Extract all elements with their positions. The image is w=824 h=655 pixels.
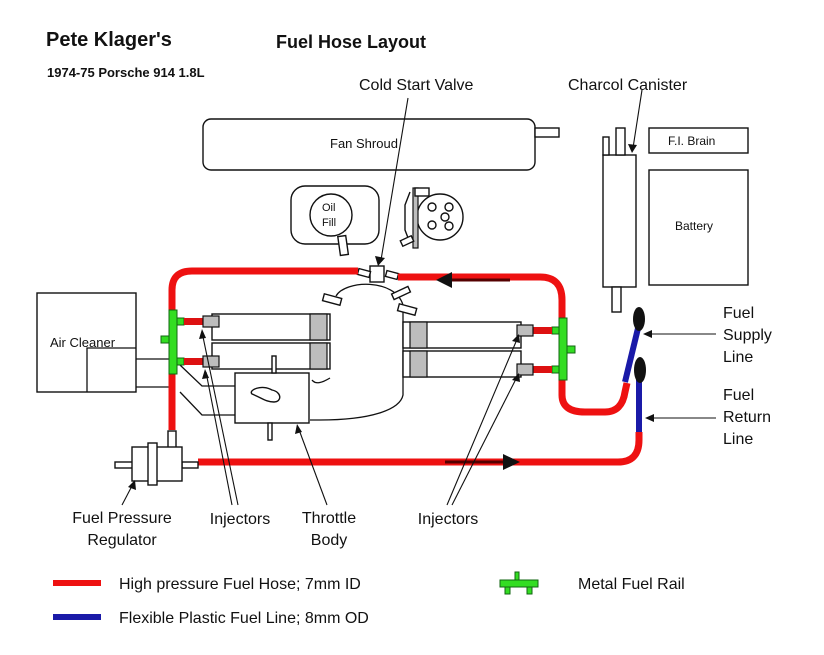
cold-start-valve [321,265,418,317]
fuel-return-label-3: Line [723,431,753,448]
air-cleaner-label: Air Cleaner [50,335,116,350]
air-cleaner: Air Cleaner [36,292,172,393]
oil-fill: Oil Fill [290,185,380,257]
injector [516,324,534,337]
fuel-supply-label-1: Fuel [723,305,754,322]
legend-rail-icon [499,571,539,595]
legend-blue-swatch [53,614,101,620]
fi-brain-label: F.I. Brain [668,134,715,148]
fan-shroud: Fan Shroud [202,118,560,171]
legend-label-plastic-line: Flexible Plastic Fuel Line; 8mm OD [119,610,369,627]
legend-label-high-pressure: High pressure Fuel Hose; 7mm ID [119,576,361,593]
fuel-rail-left [160,309,220,375]
distributor [399,187,464,249]
fi-brain: F.I. Brain [648,127,749,154]
oil-fill-label-line1: Oil [322,202,335,214]
hose-cold-start-to-right-rail [398,273,566,318]
fuel-return-label-1: Fuel [723,387,754,404]
fuel-return-label-2: Return [723,409,771,426]
oil-fill-label-line2: Fill [322,217,336,229]
return-line-end [634,357,646,383]
intake-plenum [310,283,404,421]
fpr-label-2: Regulator [87,532,157,549]
plastic-fuel-lines [622,307,646,432]
fuel-pressure-regulator [114,430,199,486]
legend-item-plastic-line: Flexible Plastic Fuel Line; 8mm OD [53,610,369,627]
author-title: Pete Klager's [46,29,172,51]
injector [516,363,534,376]
vehicle-subtitle: 1974-75 Porsche 914 1.8L [47,65,205,80]
charcoal-canister [602,127,637,313]
hose-supply-loop [558,380,631,416]
flow-arrow-right-icon [503,454,520,470]
intake-runners-left [179,313,331,416]
injectors-right-label: Injectors [418,511,478,528]
supply-line-end [633,307,645,331]
fpr-label-1: Fuel Pressure [72,510,172,527]
legend-item-fuel-rail: Metal Fuel Rail [499,571,685,595]
battery: Battery [648,169,749,286]
injector [202,355,220,368]
fuel-supply-label-3: Line [723,349,753,366]
battery-label: Battery [675,219,713,233]
diagram-title: Fuel Hose Layout [276,32,426,52]
fan-shroud-label: Fan Shroud [330,136,398,151]
intake-runners-right [402,321,522,378]
throttle-body-label-1: Throttle [302,510,356,527]
injector [202,315,220,328]
pointer-lines [121,89,716,506]
fuel-supply-label-2: Supply [723,327,772,344]
high-pressure-hoses [168,267,643,466]
hose-to-left-rail [168,267,358,312]
legend-red-swatch [53,580,101,586]
hose-return [198,432,643,466]
charcoal-canister-label: Charcol Canister [568,77,688,94]
flow-arrows [436,272,520,470]
legend-item-high-pressure: High pressure Fuel Hose; 7mm ID [53,576,361,593]
legend: High pressure Fuel Hose; 7mm ID Flexible… [53,571,685,627]
throttle-body [234,355,310,441]
cold-start-valve-label: Cold Start Valve [359,77,474,94]
flow-arrow-left-icon [436,272,452,288]
legend-label-fuel-rail: Metal Fuel Rail [578,576,685,593]
throttle-body-label-2: Body [311,532,347,549]
fuel-rail-right [516,317,576,381]
injectors-left-label: Injectors [210,511,270,528]
